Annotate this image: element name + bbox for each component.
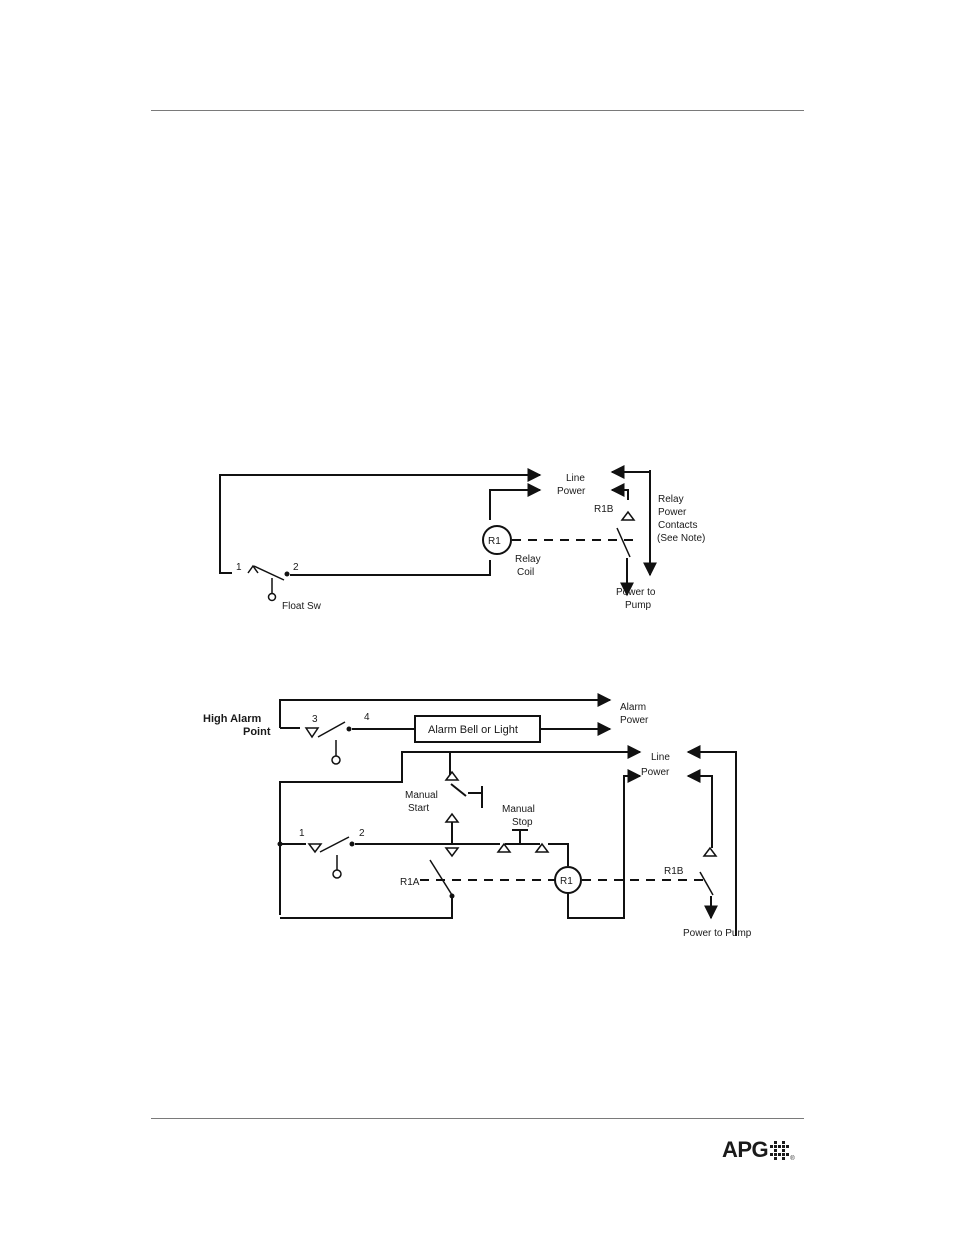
high-alarm-label-1: High Alarm <box>203 713 261 725</box>
line-power-wire <box>280 752 640 915</box>
alarm-manual-control-diagram: Alarm Bell or Light <box>203 700 752 939</box>
manual-start-symbol <box>446 772 458 780</box>
logo-text: APG <box>722 1138 768 1162</box>
power-to-pump-2-label: Power to Pump <box>683 928 752 939</box>
terminal-4-label: 4 <box>364 712 370 723</box>
r1-2-label: R1 <box>560 876 573 887</box>
registered-mark: ® <box>790 1156 794 1162</box>
r1a-label: R1A <box>400 877 420 888</box>
terminal-1-label: 1 <box>236 562 242 573</box>
r1b-contact-top <box>622 512 634 520</box>
manual-start-label-2: Start <box>408 803 429 814</box>
r1b-2-label: R1B <box>664 866 684 877</box>
line-power-label-1: Line <box>566 473 585 484</box>
float-sw-label: Float Sw <box>282 601 322 612</box>
manual-stop-label-2: Stop <box>512 817 533 828</box>
terminal-2-label: 2 <box>293 562 299 573</box>
manual-start-label-1: Manual <box>405 790 438 801</box>
alarm-power-label-2: Power <box>620 715 649 726</box>
float-switch-2-symbol <box>309 837 355 878</box>
terminal-2b-label: 2 <box>359 828 365 839</box>
manual-stop-label-1: Manual <box>502 804 535 815</box>
high-alarm-label-2: Point <box>243 726 271 738</box>
power-to-pump-label-2: Pump <box>625 600 652 611</box>
float-switch-symbol <box>248 566 290 601</box>
manual-stop-symbol <box>498 830 548 852</box>
terminal-1b-label: 1 <box>299 828 305 839</box>
power-to-pump-label-1: Power to <box>616 587 656 598</box>
line-power-2-label-2: Power <box>641 767 670 778</box>
line-wire-coil <box>490 490 540 520</box>
alarm-box-label: Alarm Bell or Light <box>428 724 518 736</box>
coil-return-line <box>568 776 640 918</box>
float-switch-relay-diagram: Line Power Relay Power Contacts (See Not… <box>220 470 705 612</box>
r1-label: R1 <box>488 536 501 547</box>
relay-contacts-label-1: Relay <box>658 494 684 505</box>
apg-logo: APG ® <box>722 1138 795 1162</box>
relay-contacts-label-3: Contacts <box>658 520 697 531</box>
line-power-label-2: Power <box>557 486 586 497</box>
relay-contacts-label-4: (See Note) <box>657 533 705 544</box>
line-power-2-label-1: Line <box>651 752 670 763</box>
relay-coil-label-2: Coil <box>517 567 534 578</box>
relay-contacts-label-2: Power <box>658 507 687 518</box>
terminal-3-label: 3 <box>312 714 318 725</box>
relay-coil-label-1: Relay <box>515 554 541 565</box>
r1a-contact-symbol <box>430 848 458 899</box>
r1b-label: R1B <box>594 504 614 515</box>
coil-return-wire <box>290 560 490 575</box>
logo-grid-icon <box>770 1141 789 1160</box>
alarm-switch-symbol <box>306 722 352 764</box>
alarm-power-label-1: Alarm <box>620 702 646 713</box>
